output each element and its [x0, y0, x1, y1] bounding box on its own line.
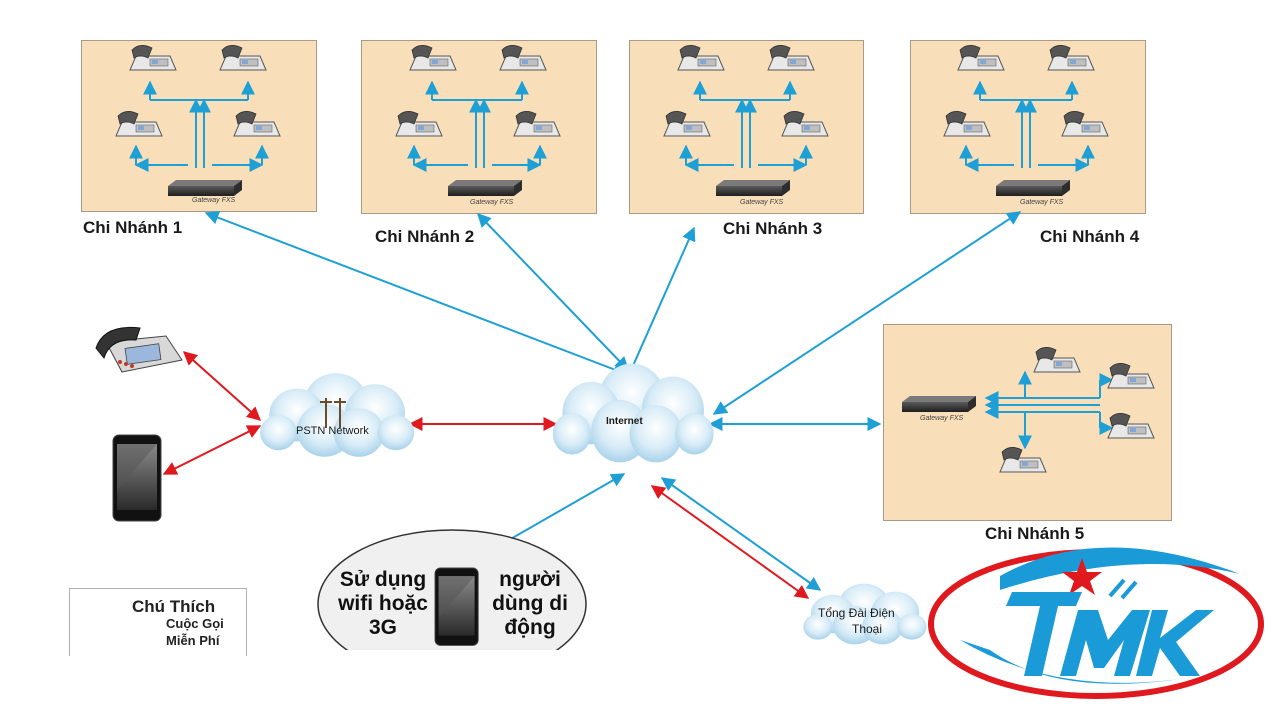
smartphone-icon [112, 434, 162, 522]
branch-4-label: Chi Nhánh 4 [1040, 227, 1140, 246]
legend-free-call-label-2: Miễn Phí [166, 633, 220, 648]
gateway-icon [168, 180, 242, 196]
gateway-icon [996, 180, 1070, 196]
desk-phone-icon [115, 110, 163, 137]
gateway-label: Gateway FXS [1020, 199, 1064, 206]
switchboard-label-1: Tổng Đài Điện [818, 606, 895, 620]
mobile-text-line: wifi hoặc [338, 592, 428, 615]
desk-phone-icon [767, 44, 815, 71]
landline-phone-icon [95, 326, 183, 373]
mobile-text-line: 3G [368, 616, 397, 639]
pstn-cloud [260, 373, 415, 457]
desk-phone-icon [677, 44, 725, 71]
legend: Chú Thích Cuộc Gọi Miễn Phí [69, 588, 247, 656]
branch-1-label: Chi Nhánh 1 [83, 218, 183, 237]
desk-phone-icon [1107, 412, 1155, 439]
branch-3-network [663, 44, 829, 196]
desk-phone-icon [233, 110, 281, 137]
mobile-user-right-text: người dùng di động [480, 568, 580, 640]
desk-phone-icon [1047, 44, 1095, 71]
desk-phone-icon [1107, 362, 1155, 389]
gateway-icon [716, 180, 790, 196]
desk-phone-icon [943, 110, 991, 137]
mobile-text-line: người [499, 568, 561, 591]
branch-5-network [902, 346, 1155, 473]
internet-cloud [552, 363, 714, 463]
gateway-icon [448, 180, 522, 196]
mobile-user-left-text: Sử dụng wifi hoặc 3G [328, 568, 438, 640]
tmk-logo [928, 547, 1264, 699]
gateway-label: Gateway FXS [920, 415, 964, 422]
desk-phone-icon [1061, 110, 1109, 137]
desk-phone-icon [395, 110, 443, 137]
gateway-label: Gateway FXS [740, 199, 784, 206]
pstn-call-links [162, 351, 810, 599]
gateway-label: Gateway FXS [192, 197, 236, 204]
branch-4-network [943, 44, 1109, 196]
gateway-icon [902, 396, 976, 412]
mobile-text-line: dùng di [492, 592, 568, 615]
branch-1-network [115, 44, 281, 196]
desk-phone-icon [781, 110, 829, 137]
switchboard-label-2: Thoại [852, 622, 883, 636]
desk-phone-icon [999, 446, 1047, 473]
smartphone-icon [434, 567, 479, 646]
branch-3-label: Chi Nhánh 3 [723, 219, 823, 238]
internet-label: Internet [606, 416, 643, 427]
desk-phone-icon [219, 44, 267, 71]
desk-phone-icon [409, 44, 457, 71]
desk-phone-icon [513, 110, 561, 137]
legend-free-call-label-1: Cuộc Gọi [166, 616, 224, 631]
desk-phone-icon [1033, 346, 1081, 373]
desk-phone-icon [957, 44, 1005, 71]
branch-2-label: Chi Nhánh 2 [375, 227, 475, 246]
mobile-text-line: Sử dụng [339, 568, 427, 591]
branch-5-label: Chi Nhánh 5 [985, 524, 1085, 543]
pstn-network-label: PSTN Network [296, 425, 369, 437]
desk-phone-icon [499, 44, 547, 71]
branch-2-network [395, 44, 561, 196]
gateway-label: Gateway FXS [470, 199, 514, 206]
mobile-text-line: động [504, 616, 556, 639]
legend-title: Chú Thích [132, 597, 216, 616]
desk-phone-icon [129, 44, 177, 71]
desk-phone-icon [663, 110, 711, 137]
utility-pole-icon [320, 398, 346, 428]
